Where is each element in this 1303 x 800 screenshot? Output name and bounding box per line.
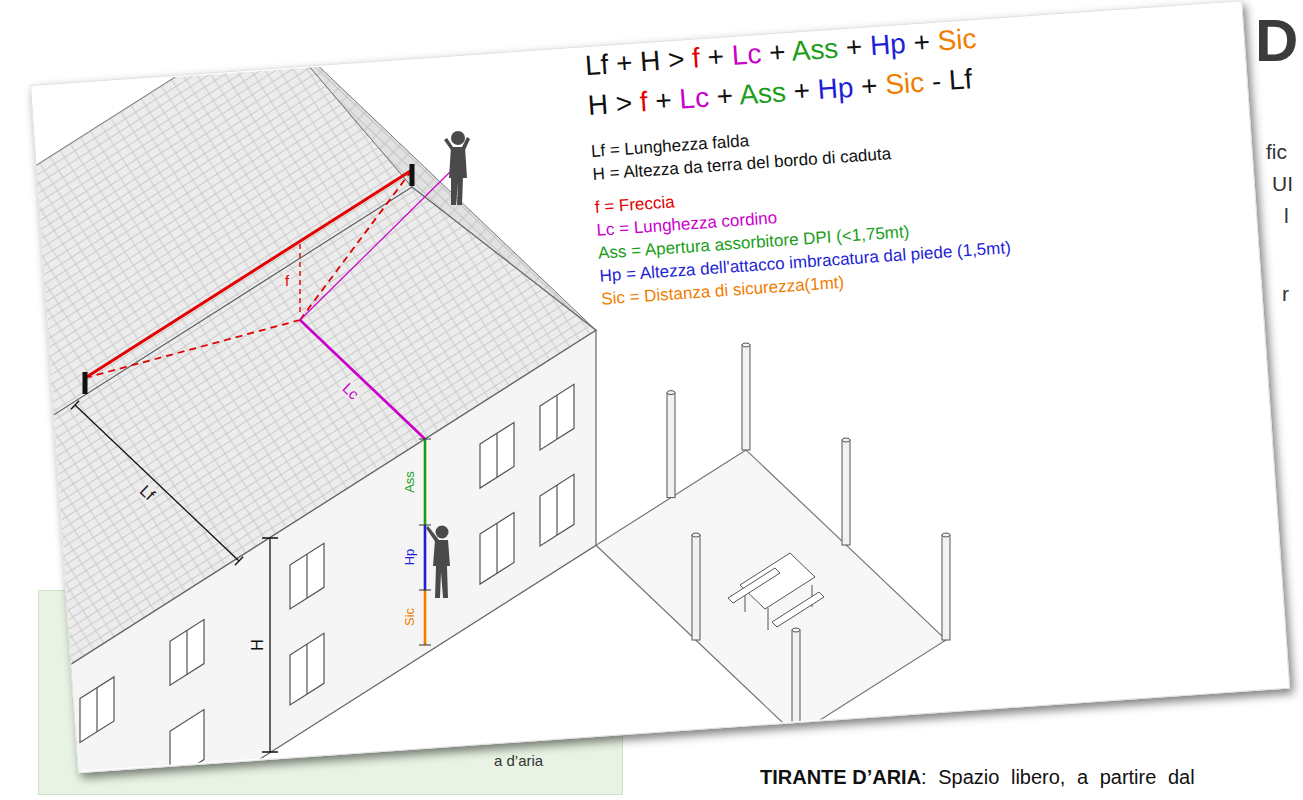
dimension-label: Lf [134,480,159,505]
formula-term: Lc [731,38,763,71]
bench [772,592,824,627]
arm [426,526,439,543]
picnic-table [728,553,824,630]
post [692,535,700,640]
dimension-label: f [283,272,291,289]
anchor-post [83,372,88,394]
post-top [742,343,750,347]
formula-term: > [615,87,633,119]
dimension-label: H [249,637,267,653]
formula-term: + [912,26,930,58]
formula-term: + [860,70,878,102]
arm [444,137,470,150]
formula-term: f [691,42,701,73]
page-text-fragment: l [1284,204,1289,228]
sag-dimension [299,244,300,316]
formula-term: Ass [738,76,787,110]
page-text-fragment: fic [1266,140,1287,164]
body [433,540,450,598]
windows [80,384,574,781]
falling-worker [426,526,450,599]
dimension-label: Lc [338,378,364,404]
lanyard-line [300,320,425,439]
post-top [792,628,800,632]
formula-term: Ass [791,33,840,67]
formula-term: Lf [948,63,973,96]
formula-term: Hp [817,72,855,105]
house [0,18,950,800]
absorber-segment [424,439,427,525]
lifeline-cable [85,170,412,378]
post [842,440,850,545]
formula-term: + [716,80,734,112]
porch-posts [667,343,950,735]
page-text-fragment: r [1282,282,1289,306]
safety-segment [424,590,427,645]
slide-text: Lf + H > f + Lc + Ass + Hp + SicH > f + … [30,0,1290,773]
page-term: TIRANTE D’ARIA [760,766,921,789]
formula-term: + [707,41,725,73]
dimension-label: Ass [403,469,418,495]
post [742,345,750,450]
head [436,526,449,539]
post-top [667,391,675,395]
post-top [842,438,850,442]
formula-term: Sic [936,23,977,57]
height-dimension [269,538,270,752]
harness-segment [424,525,427,590]
formula-term: Lc [678,82,710,115]
head [451,131,465,145]
dimension-label: Hp [403,547,418,568]
window-pane [97,395,557,732]
page-heading-fragment: D [1255,6,1298,75]
lifeline-dashed [300,170,412,320]
post [667,393,675,498]
dimension-tick [71,401,243,566]
dimensions [71,172,450,752]
bench [728,568,780,603]
formula-term: + [615,47,633,79]
formula-term: + [792,75,810,107]
formula-term: > [667,43,685,75]
worker-on-roof [444,131,470,205]
page-text-fragment: a d’aria [494,752,543,769]
post [942,535,950,640]
slope-dimension [75,405,239,561]
window [170,710,204,782]
formula-term: + [768,36,786,68]
table-top [740,553,815,609]
page-text-fragment: UI [1272,172,1293,196]
lifeline-dashed [85,320,300,378]
anchor-post [410,164,415,186]
formula-term: H [639,45,661,77]
post-top [942,533,950,537]
formula-term: Hp [869,28,907,61]
formula-term: f [639,86,649,117]
formula-term: H [587,89,609,121]
formula-term: + [654,84,672,116]
formula-term: - [931,65,942,97]
dimension-tick [419,439,431,645]
facade-wall [0,330,596,800]
post [792,630,800,735]
lanyard-guide [300,172,450,320]
formula-term: + [845,31,863,63]
dimension-label: Sic [403,606,418,628]
definition: f = Freccia [594,192,675,217]
porch-floor [596,450,946,735]
formula-term: Sic [884,67,925,101]
page-text: : Spazio libero, a partire dal [921,766,1194,789]
formula-term: Lf [584,49,609,82]
body [449,147,467,205]
lifeline [83,164,415,394]
post-top [692,533,700,537]
